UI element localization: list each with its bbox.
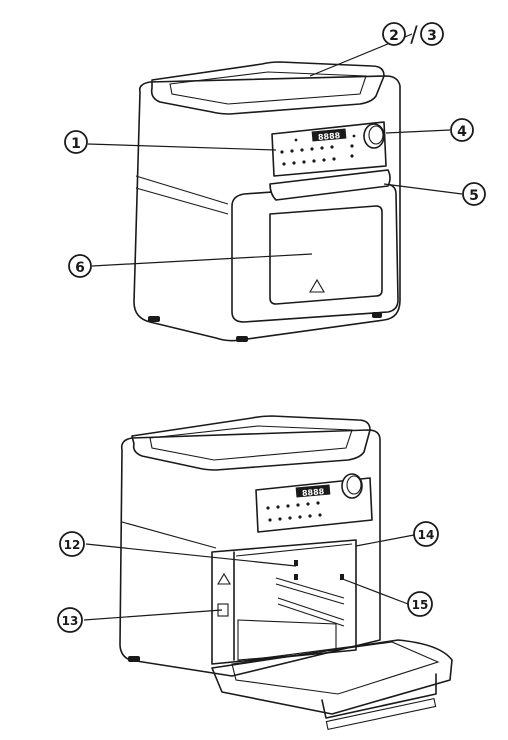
control-knob-open-view[interactable] [341,473,363,499]
top-lid-open-view [131,415,371,471]
appliance-open: 8888 [83,415,453,731]
svg-text:/: / [410,23,418,48]
callout-4: 4 [450,118,474,142]
oven-cavity [211,539,357,665]
digital-display-open-view [295,484,331,498]
svg-text:14: 14 [418,528,435,542]
svg-text:2: 2 [389,28,399,44]
callout-13: 13 [57,607,83,633]
inner-tray [237,619,337,661]
callout-5: 5 [462,182,486,206]
svg-text:3: 3 [427,28,437,44]
svg-text:1: 1 [71,136,81,152]
svg-text:13: 13 [62,614,79,628]
control-knob[interactable] [363,123,385,149]
display-digits-open-view: 8888 [302,487,325,498]
callout-6: 6 [68,254,92,278]
door-open [211,639,453,731]
svg-text:12: 12 [64,538,81,552]
digital-display [311,128,347,142]
callout-1: 1 [64,130,88,154]
door-closed [231,169,399,323]
callout-14: 14 [413,521,439,547]
warning-triangle-icon-inner [217,572,231,585]
display-digits: 8888 [318,131,341,142]
callout-2-3: 2 / 3 [382,22,444,48]
control-panel: 8888 [271,121,387,177]
callout-12: 12 [59,531,85,557]
svg-text:15: 15 [412,598,429,612]
appliance-closed: 8888 [87,33,463,342]
svg-text:5: 5 [469,188,479,204]
svg-text:6: 6 [75,260,85,276]
svg-text:4: 4 [457,124,467,140]
warning-triangle-icon [309,278,325,293]
control-panel-open-view: 8888 [255,477,373,533]
door-window [269,205,383,305]
callout-15: 15 [407,591,433,617]
top-lid [150,61,385,115]
panel-buttons [280,134,356,166]
door-handle [269,169,391,201]
